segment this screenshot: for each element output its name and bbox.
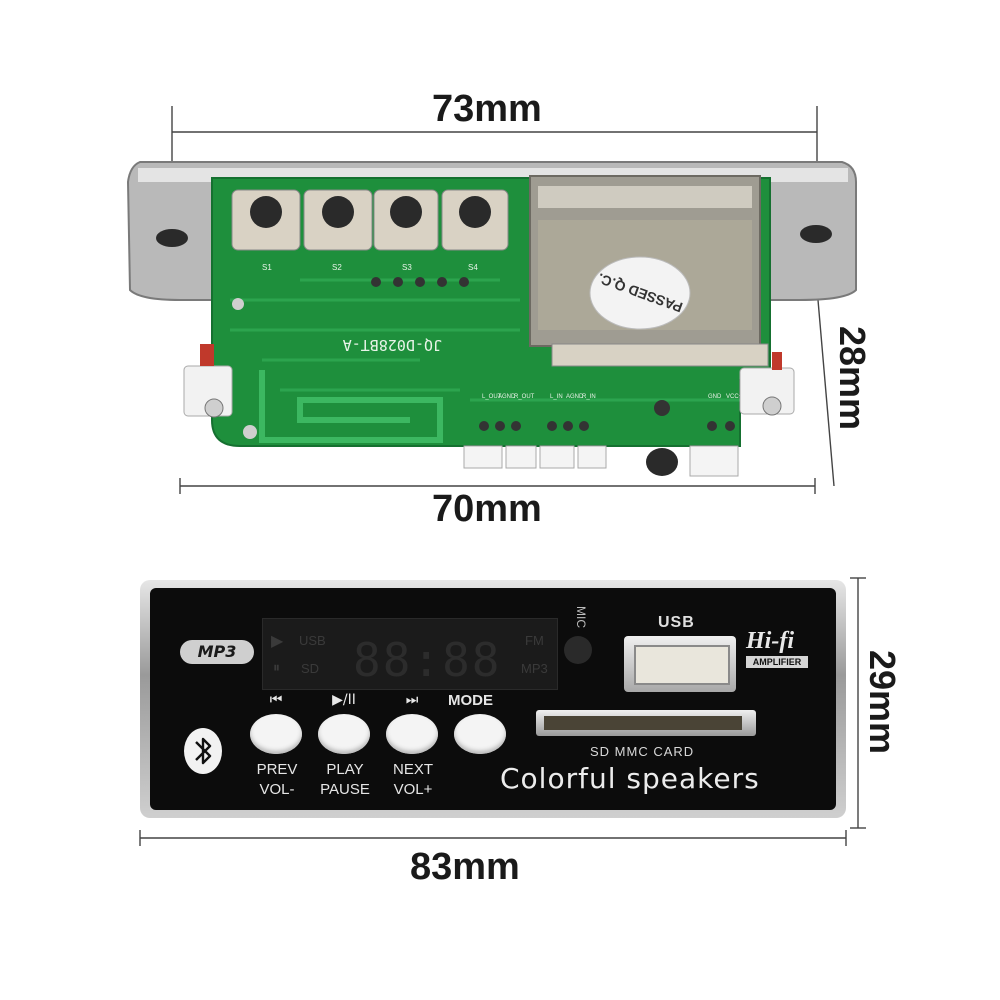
pin-label-r-out: R_OUT [514, 394, 535, 400]
pin-label-l-in: L_IN [550, 394, 563, 400]
board-model-label: JQ-D028BT-A [343, 336, 442, 354]
dim-label-73mm: 73mm [432, 88, 542, 130]
sd-card-label: SD MMC CARD [590, 744, 695, 759]
usb-label: USB [658, 614, 695, 631]
lcd-label-usb: USB [299, 633, 326, 648]
capacitor [646, 448, 678, 476]
connector-3 [539, 445, 575, 469]
antenna-trace [259, 370, 443, 443]
bluetooth-badge [184, 728, 222, 774]
pin-label-gnd: GND [708, 394, 722, 400]
sd-card-slot[interactable] [536, 710, 756, 736]
dim-28mm-line [817, 299, 835, 487]
connector-1 [463, 445, 503, 469]
prev-label-line2: VOL- [259, 781, 295, 798]
pin-label-agnd-1: AGND [498, 394, 516, 400]
pin-label-l-out: L_OUT [482, 394, 502, 400]
hifi-logo: Hi-fi [746, 628, 794, 654]
switch-row [231, 189, 509, 251]
prev-icon: ⏮ [269, 692, 283, 708]
mode-button[interactable] [454, 714, 506, 754]
mic-label: MIC [574, 606, 588, 628]
lcd-label-fm: FM [525, 633, 544, 648]
next-button[interactable] [386, 714, 438, 754]
pin-label-vcc: VCC+ [726, 394, 743, 400]
next-label-line2: VOL+ [393, 781, 433, 798]
switch-label-s1: S1 [262, 263, 272, 272]
prev-button[interactable] [250, 714, 302, 754]
pin-label-agnd-2: AGND [566, 394, 584, 400]
screw-left [204, 398, 224, 418]
play-label-line2: PAUSE [320, 781, 370, 798]
next-label-line1: NEXT [392, 761, 433, 778]
lcd-display: ▶ USB ⏸ SD 88:88 FM MP3 [262, 618, 558, 690]
prev-button-label: PREV VOL- [242, 760, 312, 800]
mount-hole-right [800, 225, 832, 243]
next-icon: ⏭ [405, 692, 419, 708]
dim-label-29mm: 29mm [862, 650, 903, 755]
play-indicator-icon: ▶ [271, 633, 284, 650]
play-pause-icon: ▶/II [332, 692, 356, 708]
lcd-digits: 88:88 [353, 633, 502, 687]
pause-indicator-icon: ⏸ [273, 659, 280, 675]
pin-label-r-in: R_IN [582, 394, 596, 400]
mode-label: MODE [448, 692, 493, 709]
usb-port-slot [634, 645, 730, 685]
bluetooth-icon [195, 737, 212, 765]
front-panel-face: MP3 ▶ USB ⏸ SD 88:88 FM MP3 MIC USB Hi-f… [150, 588, 836, 810]
screw-right [762, 396, 782, 416]
usb-port[interactable] [624, 636, 736, 692]
connector-2 [505, 445, 537, 469]
dim-label-83mm: 83mm [410, 846, 520, 888]
mic-hole [564, 636, 592, 664]
front-panel: MP3 ▶ USB ⏸ SD 88:88 FM MP3 MIC USB Hi-f… [140, 580, 846, 818]
amplifier-label: AMPLIFIER [746, 656, 808, 668]
lcd-label-sd: SD [301, 661, 320, 676]
play-button-label: PLAY PAUSE [310, 760, 380, 800]
board-photo: S1 S2 S3 S4 PASSED Q.C. JQ-D028BT-A L_OU… [126, 106, 857, 494]
mount-hole-left [156, 229, 188, 247]
connector-4 [577, 445, 607, 469]
prev-label-line1: PREV [256, 761, 298, 778]
switch-label-s4: S4 [468, 263, 478, 272]
sd-card-slot-opening [544, 716, 742, 730]
next-button-label: NEXT VOL+ [378, 760, 448, 800]
switch-label-s3: S3 [402, 263, 412, 272]
connector-5 [689, 445, 739, 477]
qc-sticker [589, 256, 691, 330]
dim-label-70mm: 70mm [432, 488, 542, 530]
tagline: Colorful speakers [500, 762, 760, 795]
switch-label-s2: S2 [332, 263, 342, 272]
play-label-line1: PLAY [326, 761, 364, 778]
play-pause-button[interactable] [318, 714, 370, 754]
dim-70mm-line [179, 478, 816, 494]
lcd-label-mp3: MP3 [521, 661, 548, 676]
mp3-logo: MP3 [180, 640, 254, 664]
